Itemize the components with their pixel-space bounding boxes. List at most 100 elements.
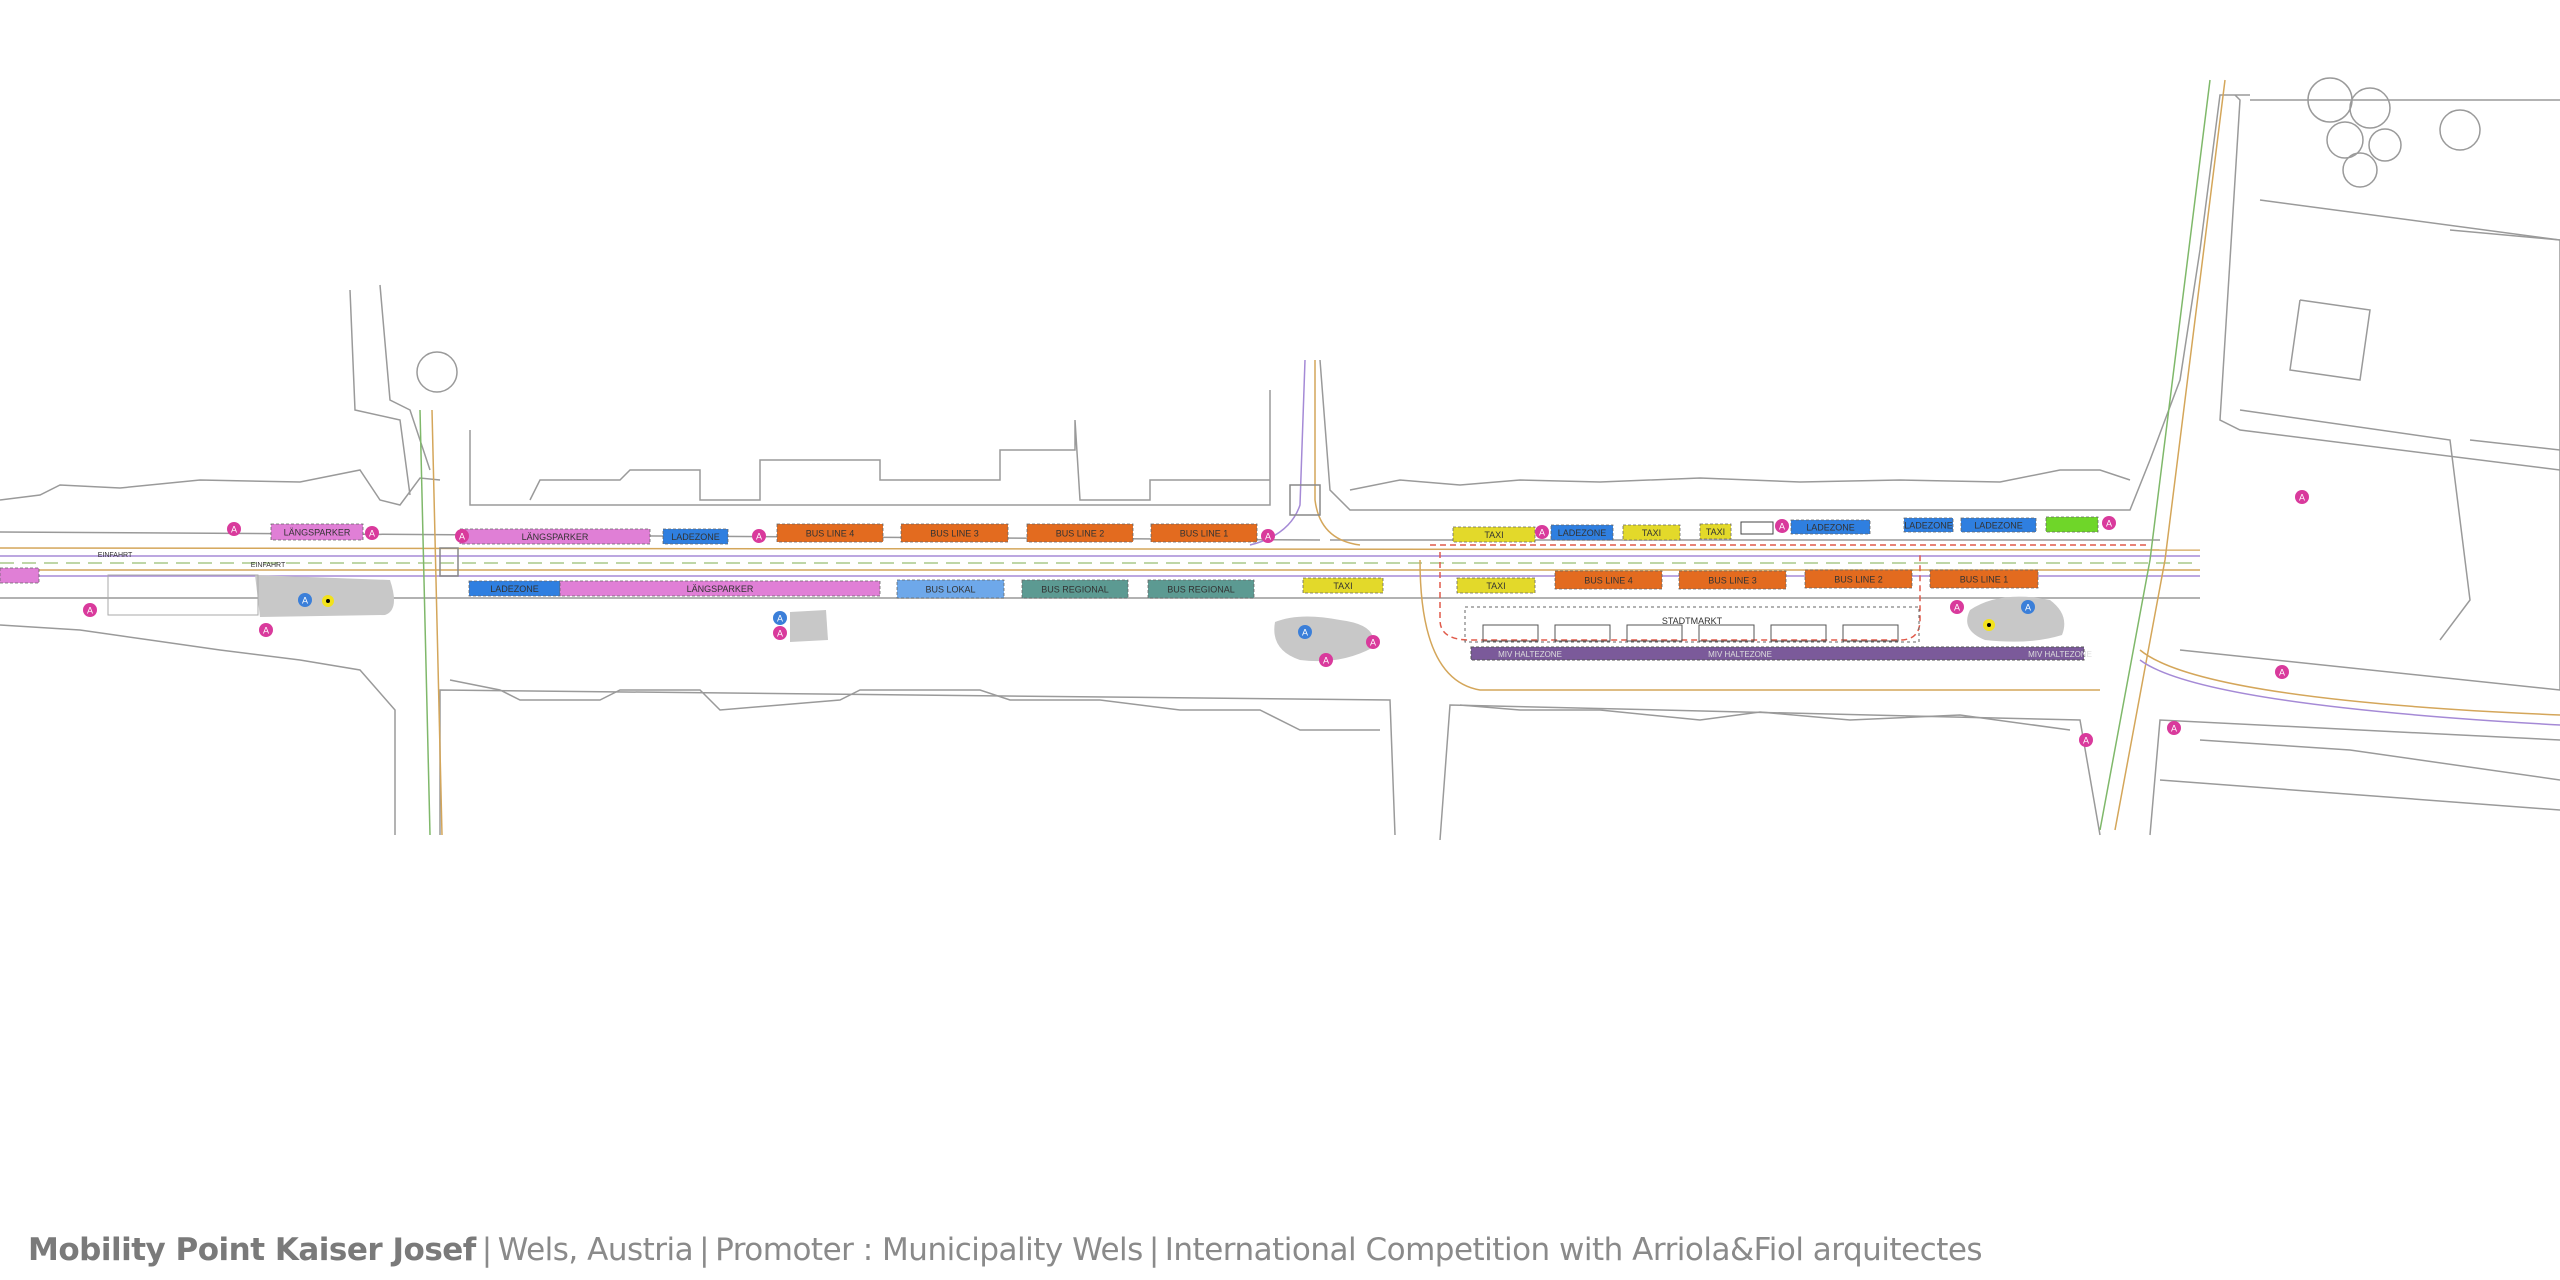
zone-taxi: TAXI [1622, 524, 1681, 541]
market-stall [1770, 624, 1827, 642]
marker-magenta: A [2275, 665, 2289, 679]
zone-label: BUS LINE 1 [1960, 575, 2009, 585]
zone-block [776, 523, 884, 543]
zone-label: BUS LINE 2 [1056, 529, 1105, 539]
zone-block [1550, 524, 1614, 541]
zone-ladezone: LADEZONE [468, 580, 561, 597]
svg-text:A: A [1302, 628, 1308, 638]
zone-block [1147, 579, 1255, 599]
svg-text:A: A [1370, 638, 1376, 648]
zone-label: BUS LOKAL [925, 585, 975, 595]
marker-magenta: A [455, 529, 469, 543]
zone-block [1026, 523, 1134, 543]
zone-l-ngsparker: LÄNGSPARKER [270, 523, 364, 541]
svg-text:A: A [2171, 724, 2177, 734]
zone-block [559, 580, 881, 597]
curb-zones: LÄNGSPARKER LÄNGSPARKER LADEZONE BUS LINE 4… [0, 516, 2099, 599]
miv-label: MIV HALTEZONE [2028, 650, 2092, 659]
caption-competition: International Competition with Arriola&F… [1164, 1232, 1983, 1268]
zone-ecar [2045, 516, 2099, 533]
zone-ladezone: LADEZONE [1550, 524, 1614, 541]
zone-block [270, 523, 364, 541]
marker-blue: A [298, 593, 312, 607]
market-stall [1626, 624, 1683, 642]
marker-magenta: A [1775, 519, 1789, 533]
pedestrian-island [1967, 596, 2065, 642]
caption-location: Wels, Austria [497, 1232, 694, 1268]
zone-label: LADEZONE [1806, 523, 1855, 533]
zone-ladezone: LADEZONE [1960, 517, 2037, 533]
zone-taxi: TAXI [1302, 577, 1384, 594]
zone-label: BUS REGIONAL [1167, 585, 1235, 595]
svg-text:A: A [87, 606, 93, 616]
zone-taxi: TAXI [1452, 526, 1536, 543]
pedestrian-island [255, 575, 394, 617]
zone-block [1150, 523, 1258, 543]
marker-magenta: A [2295, 490, 2309, 504]
zone-bus-line-4: BUS LINE 4 [1554, 570, 1663, 590]
marker-magenta: A [2102, 516, 2116, 530]
zone-label: BUS LINE 2 [1834, 575, 1883, 585]
marker-blue: A [773, 611, 787, 625]
svg-text:A: A [302, 596, 308, 606]
zone-block [900, 523, 1009, 543]
marker-blue: A [1298, 625, 1312, 639]
market-stall [1842, 624, 1899, 642]
zone-label: TAXI [1642, 528, 1661, 538]
yellow-stop-icon [322, 595, 334, 607]
zone-block [1699, 523, 1732, 540]
zone-block [1622, 524, 1681, 541]
zone-block [1929, 569, 2039, 589]
caption-promoter: Promoter : Municipality Wels [715, 1232, 1143, 1268]
zone-block [1554, 570, 1663, 590]
zone-label: BUS LINE 4 [1584, 576, 1633, 586]
zone-parking [0, 567, 40, 584]
caption-separator: | [481, 1232, 492, 1268]
zone-label: TAXI [1484, 530, 1503, 540]
zone-taxi: TAXI [1456, 577, 1536, 594]
svg-text:A: A [777, 614, 783, 624]
zone-label: LÄNGSPARKER [284, 528, 351, 538]
marker-magenta: A [752, 529, 766, 543]
zone-taxi: TAXI [1699, 523, 1732, 540]
marker-magenta: A [1950, 600, 1964, 614]
zone-block [662, 528, 729, 545]
svg-text:A: A [263, 626, 269, 636]
zone-block [468, 580, 561, 597]
zone-bus-line-2: BUS LINE 2 [1804, 569, 1913, 589]
marker-magenta: A [1535, 525, 1549, 539]
zone-label: TAXI [1706, 527, 1725, 537]
zone-bus-line-1: BUS LINE 1 [1929, 569, 2039, 589]
bike-rack-icon [1740, 521, 1774, 535]
zone-label: BUS LINE 4 [806, 529, 855, 539]
einfahrt-label: EINFAHRT [251, 562, 286, 569]
zone-block [1302, 577, 1384, 594]
marker-magenta: A [259, 623, 273, 637]
svg-text:A: A [1265, 532, 1271, 542]
marker-magenta: A [2079, 733, 2093, 747]
zone-label: BUS REGIONAL [1041, 585, 1109, 595]
zone-label: LADEZONE [490, 584, 539, 594]
zone-label: LADEZONE [671, 532, 720, 542]
zone-block [0, 567, 40, 584]
svg-text:A: A [777, 629, 783, 639]
svg-text:A: A [459, 532, 465, 542]
marker-magenta: A [227, 522, 241, 536]
caption: Mobility Point Kaiser Josef|Wels, Austri… [28, 1232, 1983, 1268]
zone-label: LADEZONE [1904, 521, 1953, 531]
zone-bus-regional: BUS REGIONAL [1147, 579, 1255, 599]
miv-label: MIV HALTEZONE [1708, 650, 1772, 659]
caption-separator: | [699, 1232, 710, 1268]
zone-block [1790, 519, 1871, 535]
zone-ladezone: LADEZONE [1790, 519, 1871, 535]
marker-magenta: A [83, 603, 97, 617]
marker-magenta: A [2167, 721, 2181, 735]
miv-label: MIV HALTEZONE [1498, 650, 1562, 659]
zone-bus-line-3: BUS LINE 3 [900, 523, 1009, 543]
zone-label: LÄNGSPARKER [522, 532, 589, 542]
zone-block [1804, 569, 1913, 589]
zone-bus-regional: BUS REGIONAL [1021, 579, 1129, 599]
stadtmarkt-area: STADTMARKT [1464, 606, 1920, 643]
zone-ladezone: LADEZONE [662, 528, 729, 545]
